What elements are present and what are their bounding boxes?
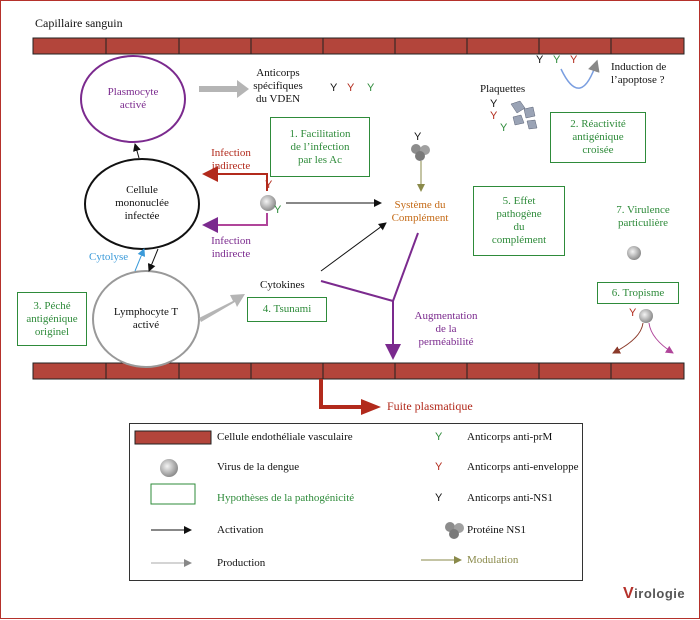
legend-hypothesis-label: Hypothèses de la pathogénicité	[217, 492, 355, 504]
indirect-infection-label-1: Infection indirecte	[211, 147, 251, 172]
plasmocyte-cell	[80, 55, 186, 143]
cytolysis-label: Cytolyse	[89, 251, 129, 263]
complement-label: Système du Complément	[391, 199, 449, 224]
legend-hypothesis-swatch	[150, 483, 196, 505]
bottom-vessel	[32, 362, 685, 380]
virus-particle	[160, 459, 178, 477]
virologie-logo: Virologie	[623, 585, 686, 602]
hypothesis-2-box: 2. Réactivité antigénique croisée	[550, 112, 646, 163]
legend-env-icon: Y	[435, 461, 443, 473]
virus-particle	[627, 246, 641, 260]
legend-virus-label: Virus de la dengue	[217, 461, 300, 473]
hypothesis-1-box: 1. Facilitation de l’infection par les A…	[270, 117, 370, 177]
virus-particle	[260, 195, 276, 211]
antibody-ns1-icon: Y	[414, 131, 422, 143]
permeability-label: Augmentation de la perméabilité	[414, 310, 478, 348]
capillary-label: Capillaire sanguin	[35, 16, 123, 30]
antibodies-label: Anticorps spécifiques du VDEN	[253, 67, 303, 105]
lymphocyte-label: Lymphocyte T activé	[113, 306, 179, 331]
antibody-prm-icon: Y	[553, 54, 561, 66]
antibody-prm-icon: Y	[500, 122, 508, 134]
antibody-env-icon: Y	[570, 54, 578, 66]
antibody-prm-icon: Y	[367, 82, 375, 94]
legend-ns1-antibody-icon: Y	[435, 492, 443, 504]
legend-vessel-swatch	[134, 430, 212, 445]
plasma-leak-label: Fuite plasmatique	[387, 399, 473, 413]
antibody-prm-icon: Y	[274, 204, 282, 216]
cytokines-label: Cytokines	[260, 279, 305, 291]
platelets-icon	[510, 100, 538, 130]
legend	[129, 423, 583, 581]
plasmocyte-label: Plasmocyte activé	[107, 86, 159, 111]
lymphocyte-cell	[92, 270, 200, 368]
antibody-env-icon: Y	[265, 179, 273, 191]
antibody-ns1-icon: Y	[330, 82, 338, 94]
antibody-ns1-icon: Y	[490, 98, 498, 110]
antibody-env-icon: Y	[347, 82, 355, 94]
legend-prm-label: Anticorps anti-prM	[467, 431, 553, 443]
legend-production-label: Production	[217, 557, 266, 569]
hypothesis-7-box: 7. Virulence particulière	[601, 196, 685, 238]
legend-vessel-label: Cellule endothéliale vasculaire	[217, 431, 353, 443]
legend-modulation-label: Modulation	[467, 554, 519, 566]
indirect-infection-label-2: Infection indirecte	[211, 235, 251, 260]
antibody-ns1-icon: Y	[536, 54, 544, 66]
legend-ns1-antibody-label: Anticorps anti-NS1	[467, 492, 553, 504]
legend-env-label: Anticorps anti-enveloppe	[467, 461, 579, 473]
hypothesis-3-box: 3. Péché antigénique originel	[17, 292, 87, 346]
antibody-env-icon: Y	[490, 110, 498, 122]
antibody-env-icon: Y	[629, 307, 637, 319]
platelets-label: Plaquettes	[480, 83, 526, 95]
legend-prm-icon: Y	[435, 431, 443, 443]
hypothesis-6-box: 6. Tropisme	[597, 282, 679, 304]
hypothesis-5-box: 5. Effet pathogène du complément	[473, 186, 565, 256]
virus-particle	[639, 309, 653, 323]
apoptosis-label: Induction de l’apoptose ?	[611, 61, 667, 86]
infected-cell-label: Cellule mononuclée infectée	[115, 184, 169, 222]
ns1-protein-icon	[411, 144, 464, 539]
legend-activation-label: Activation	[217, 524, 264, 536]
legend-ns1-protein-label: Protéine NS1	[467, 524, 526, 536]
top-vessel	[32, 37, 685, 55]
hypothesis-4-box: 4. Tsunami	[247, 297, 327, 322]
